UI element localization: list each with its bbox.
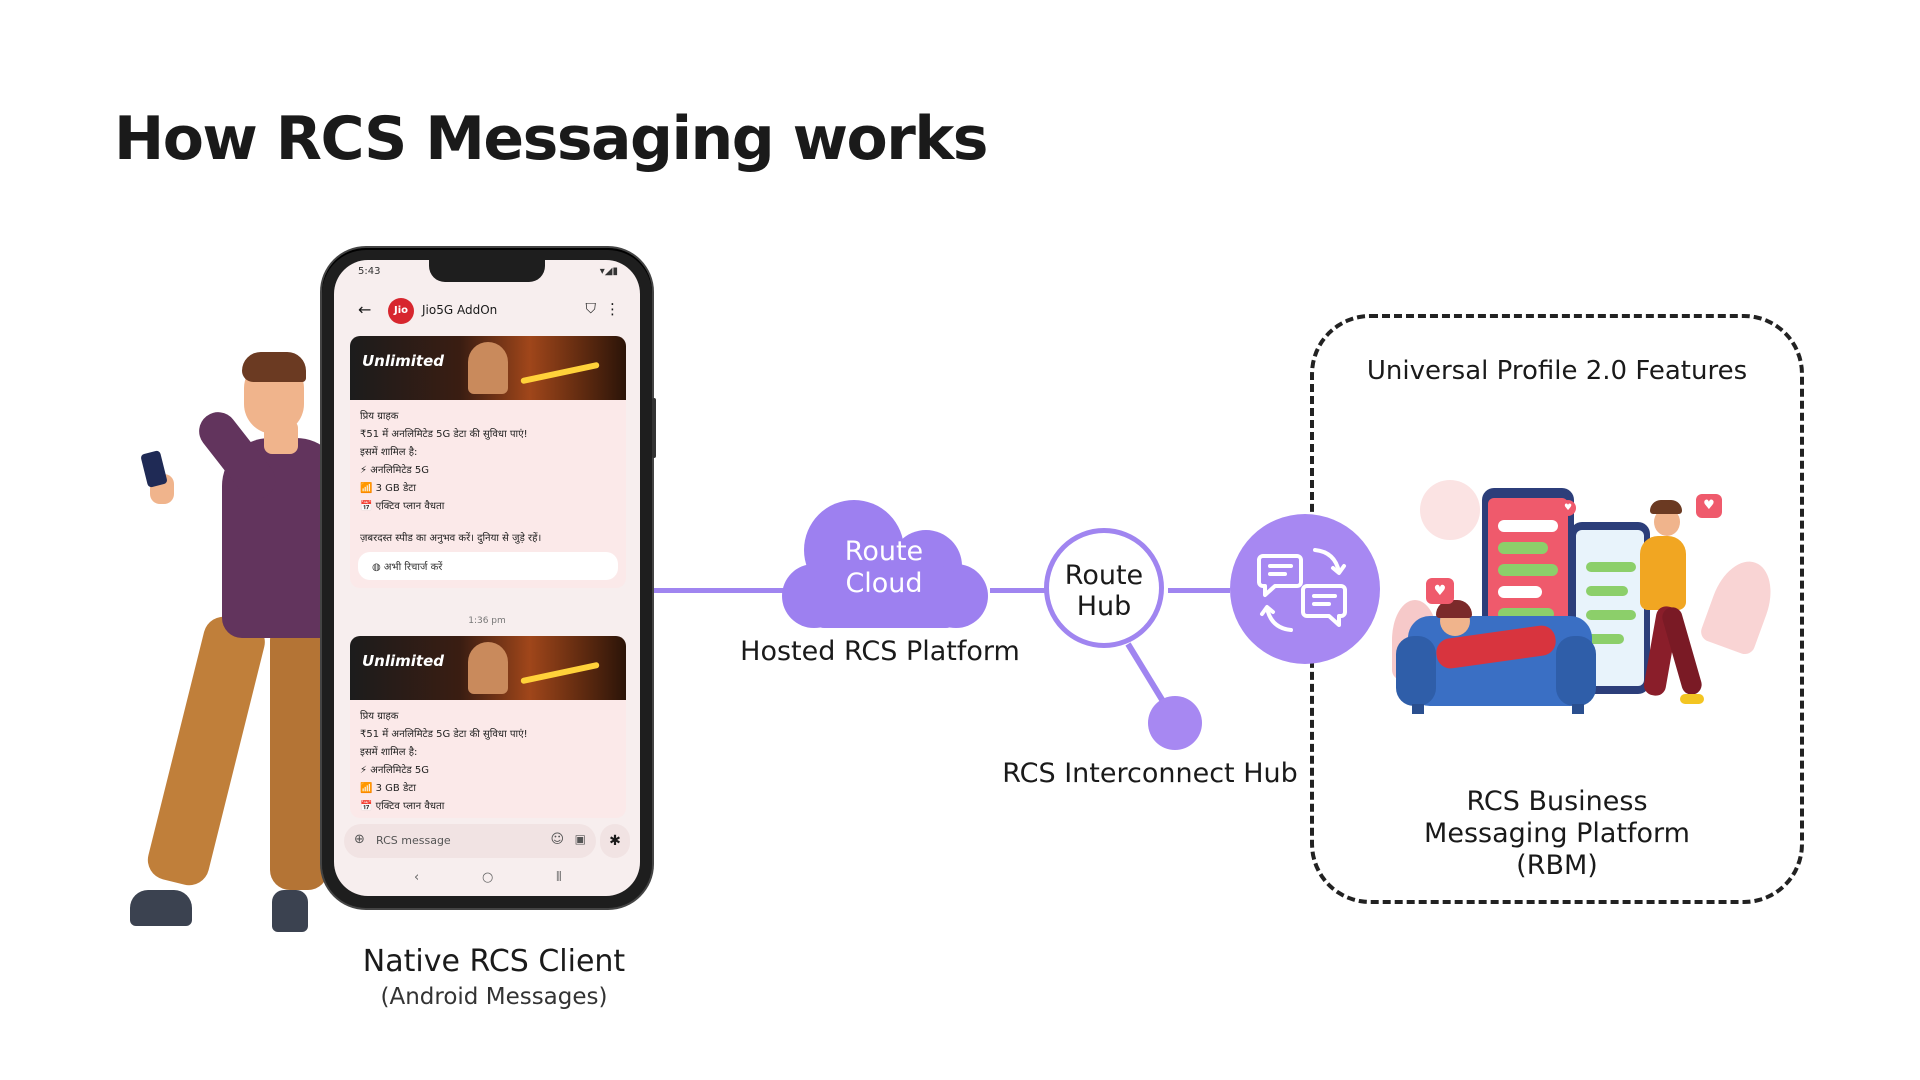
rbm-label-line2: Messaging Platform xyxy=(1424,818,1690,849)
phone-notch xyxy=(429,260,545,282)
message-line: प्रिय ग्राहक xyxy=(360,411,399,422)
message-timestamp: 1:36 pm xyxy=(468,616,506,626)
route-hub-node xyxy=(1044,528,1164,648)
conversation-header: ← Jio Jio5G AddOn ⛉ ⋮ xyxy=(334,292,640,328)
status-icons: ▾◢▮ xyxy=(599,266,618,277)
message-line: ₹51 में अनलिमिटेड 5G डेटा की सुविधा पाएं… xyxy=(360,429,528,440)
message-line: 📅 एक्टिव प्लान वैधता xyxy=(360,501,445,512)
route-hub-line2: Hub xyxy=(1076,591,1132,622)
message-line: 📶 3 GB डेटा xyxy=(360,483,416,494)
promo-banner: Unlimited xyxy=(350,336,626,400)
hosted-platform-label: Hosted RCS Platform xyxy=(740,636,1020,667)
message-card: Unlimited प्रिय ग्राहक ₹51 में अनलिमिटेड… xyxy=(350,336,626,588)
more-menu-icon[interactable]: ⋮ xyxy=(605,300,620,318)
rbm-label-line3: (RBM) xyxy=(1516,850,1598,881)
route-hub-line1: Route xyxy=(1064,560,1144,591)
banner-title: Unlimited xyxy=(362,652,444,670)
message-line: 📶 3 GB डेटा xyxy=(360,783,416,794)
sender-name: Jio5G AddOn xyxy=(422,303,498,317)
promo-banner: Unlimited xyxy=(350,636,626,700)
emoji-icon[interactable]: ☺ xyxy=(550,832,564,847)
interconnect-hub-label: RCS Interconnect Hub xyxy=(1002,758,1298,789)
heart-bubble-icon: ♥ xyxy=(1426,578,1454,604)
nav-back-icon[interactable]: ‹ xyxy=(414,870,420,885)
recharge-chip[interactable]: ◍ अभी रिचार्ज करें xyxy=(358,552,618,580)
banner-title: Unlimited xyxy=(362,352,444,370)
phone-screen: 5:43 ▾◢▮ ← Jio Jio5G AddOn ⛉ ⋮ Unlimited… xyxy=(334,260,640,896)
client-sublabel: (Android Messages) xyxy=(380,984,608,1010)
message-line: प्रिय ग्राहक xyxy=(360,711,399,722)
message-line: ज़बरदस्त स्पीड का अनुभव करें। दुनिया से … xyxy=(360,533,542,544)
message-composer[interactable]: ⊕ RCS message ☺ ▣ xyxy=(344,824,596,858)
sender-logo: Jio xyxy=(388,298,414,324)
heart-badge-icon: ♥ xyxy=(1560,500,1576,516)
route-cloud-line2: Cloud xyxy=(845,568,923,599)
android-nav-bar: ‹ ○ ⦀ xyxy=(334,868,640,890)
message-card: Unlimited प्रिय ग्राहक ₹51 में अनलिमिटेड… xyxy=(350,636,626,818)
back-arrow-icon[interactable]: ← xyxy=(358,300,372,319)
client-label: Native RCS Client xyxy=(362,944,626,979)
nav-home-icon[interactable]: ○ xyxy=(482,870,494,885)
composer-placeholder: RCS message xyxy=(376,834,451,847)
phone-mockup: 5:43 ▾◢▮ ← Jio Jio5G AddOn ⛉ ⋮ Unlimited… xyxy=(322,248,656,908)
rbm-label-line1: RCS Business xyxy=(1466,786,1648,817)
route-hub-text: Route Hub xyxy=(1044,560,1164,622)
rbm-box-title: Universal Profile 2.0 Features xyxy=(1366,356,1748,386)
route-cloud-line1: Route xyxy=(844,536,924,567)
heart-bubble-icon: ♥ xyxy=(1696,494,1722,518)
nav-recents-icon[interactable]: ⦀ xyxy=(556,870,562,885)
message-line xyxy=(350,514,626,528)
route-cloud-shape xyxy=(782,500,988,628)
message-line: ⚡ अनलिमिटेड 5G xyxy=(360,765,430,776)
message-line: इसमें शामिल है: xyxy=(360,447,418,458)
chat-exchange-icon xyxy=(1257,548,1347,632)
connector-phone-cloud xyxy=(652,588,792,593)
status-time: 5:43 xyxy=(358,266,381,277)
gallery-icon[interactable]: ▣ xyxy=(574,832,586,846)
message-line: इसमें शामिल है: xyxy=(360,747,418,758)
page-title: How RCS Messaging works xyxy=(114,104,988,174)
message-line: 📅 एक्टिव प्लान वैधता xyxy=(360,801,445,812)
interconnect-hub-node xyxy=(1148,696,1202,750)
connector-cloud-hub xyxy=(990,588,1045,593)
message-line: ⚡ अनलिमिटेड 5G xyxy=(360,465,430,476)
route-cloud-text: Route Cloud xyxy=(776,536,992,600)
globe-icon: ◍ xyxy=(372,562,384,573)
voice-icon[interactable]: ✱ xyxy=(600,824,630,858)
message-line: ₹51 में अनलिमिटेड 5G डेटा की सुविधा पाएं… xyxy=(360,729,528,740)
recharge-chip-label: अभी रिचार्ज करें xyxy=(383,562,443,573)
connector-hub-rbm xyxy=(1168,588,1230,593)
add-icon[interactable]: ⊕ xyxy=(354,832,365,847)
rbm-label: RCS Business Messaging Platform (RBM) xyxy=(1330,786,1784,882)
shield-icon[interactable]: ⛉ xyxy=(585,301,597,317)
